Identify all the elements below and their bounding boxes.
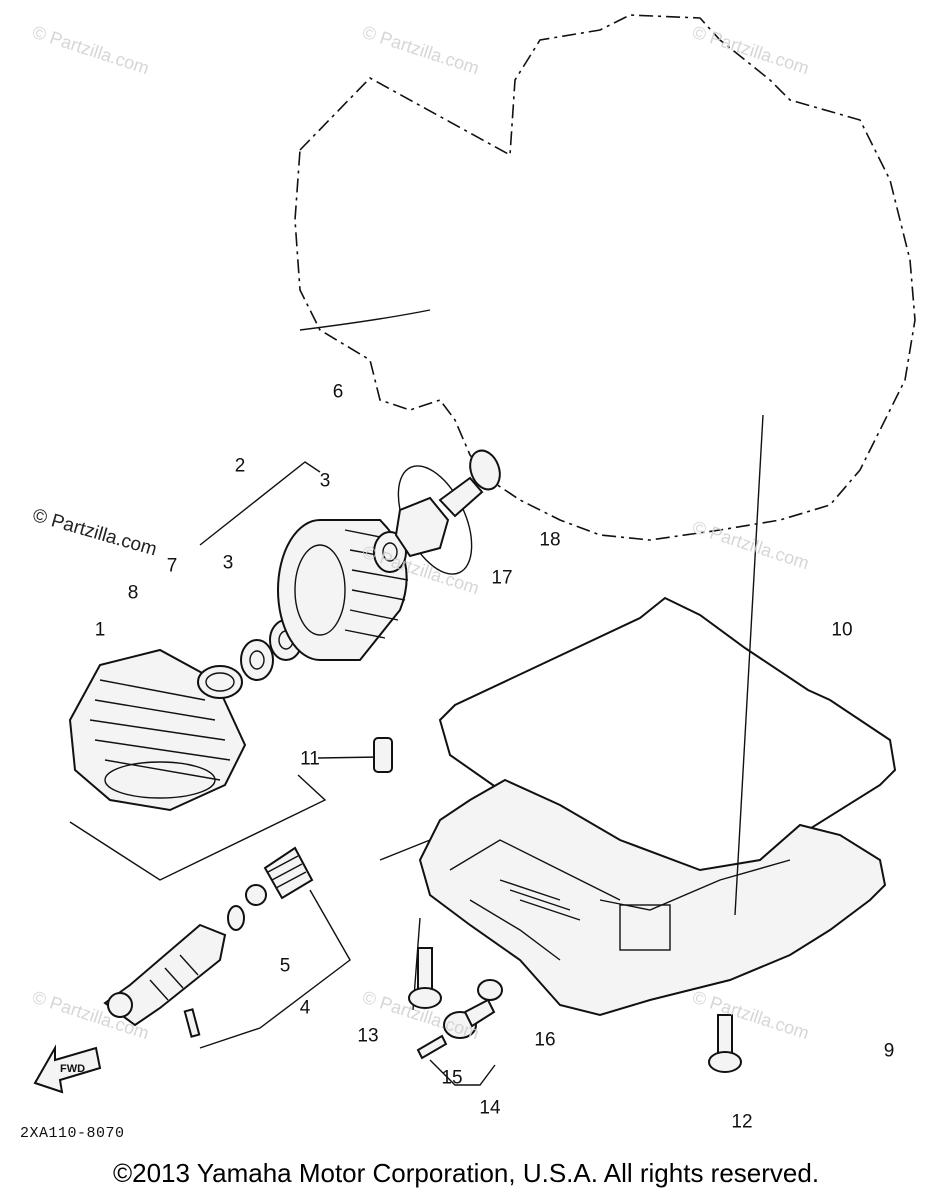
relief-valve-spring xyxy=(263,846,314,900)
spacer-right xyxy=(373,531,407,573)
bracket-1 xyxy=(69,774,327,881)
relief-valve-washer xyxy=(227,905,245,931)
oil-pan-bolt-13 xyxy=(408,947,442,1009)
callout-14: 14 xyxy=(479,1097,501,1119)
union-bolt xyxy=(394,476,484,558)
o-ring xyxy=(197,665,243,699)
oil-pan-bolt-12 xyxy=(708,1014,742,1073)
callout-1: 1 xyxy=(94,619,106,641)
callout-12: 12 xyxy=(731,1111,753,1133)
callout-16: 16 xyxy=(534,1029,556,1051)
bracket-14 xyxy=(429,1059,496,1086)
callout-6: 6 xyxy=(332,381,344,403)
callout-5: 5 xyxy=(279,955,291,977)
callout-13: 13 xyxy=(357,1025,379,1047)
strainer-bolt xyxy=(103,923,227,1027)
crankcase-outline xyxy=(294,14,916,541)
callout-3b: 3 xyxy=(319,470,331,492)
drain-bolt xyxy=(443,998,496,1039)
diagram-code: 2XA110-8070 xyxy=(20,1125,125,1142)
leader-lines xyxy=(299,309,764,1011)
oil-pan xyxy=(418,778,887,1017)
screw xyxy=(416,1034,448,1060)
forward-label: FWD xyxy=(60,1063,85,1075)
callout-3a: 3 xyxy=(222,552,234,574)
callout-7: 7 xyxy=(166,555,178,577)
callout-4: 4 xyxy=(299,997,311,1019)
copyright-notice: ©2013 Yamaha Motor Corporation, U.S.A. A… xyxy=(112,1158,820,1188)
callout-8: 8 xyxy=(127,582,139,604)
pin xyxy=(183,1008,201,1038)
drain-washer xyxy=(477,979,503,1001)
callout-9: 9 xyxy=(883,1040,895,1062)
callout-17: 17 xyxy=(491,567,513,589)
callout-10: 10 xyxy=(831,619,853,641)
callout-11: 11 xyxy=(300,748,320,770)
callout-2: 2 xyxy=(234,455,246,477)
gasket xyxy=(469,449,501,491)
callout-18: 18 xyxy=(539,529,561,551)
bracket-2-3 xyxy=(199,461,321,546)
bracket-4 xyxy=(199,889,351,1049)
callout-15: 15 xyxy=(441,1067,463,1089)
dowel-plug xyxy=(373,737,393,773)
forward-arrow-icon: FWD xyxy=(33,1044,102,1094)
relief-valve-ball xyxy=(245,884,267,906)
washer xyxy=(240,639,274,681)
